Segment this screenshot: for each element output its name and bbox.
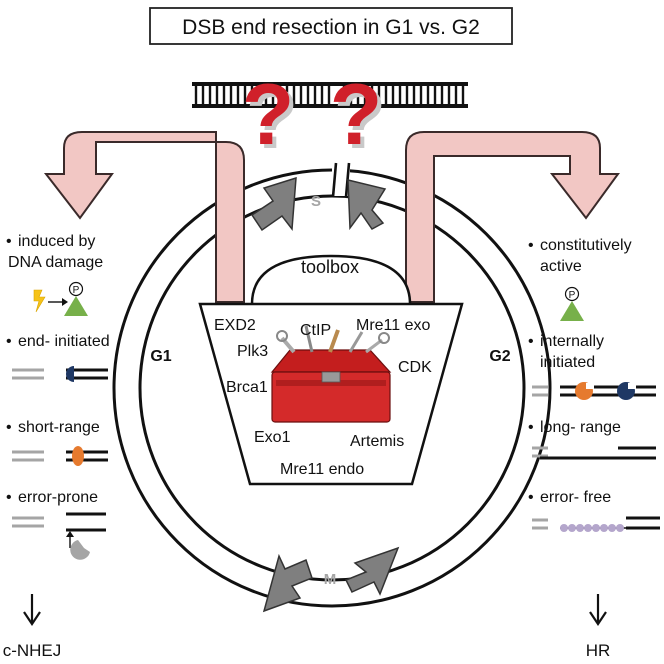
g1-bullet-induced: induced by	[18, 233, 95, 250]
g2-bullet-internally-2: initiated	[540, 354, 595, 371]
dna-end-initiated-icon	[12, 366, 108, 382]
dna-internally-initiated-icon	[532, 382, 656, 400]
cycle-arrow-icon	[262, 553, 313, 613]
dna-error-prone-icon	[12, 512, 106, 560]
diagram-title: DSB end resection in G1 vs. G2	[182, 16, 480, 39]
g2-bullet-constitutive-2: active	[540, 258, 582, 275]
protein-label: CtIP	[300, 322, 331, 339]
g2-bullet-error-free: error- free	[540, 489, 611, 506]
g2-bullet-long-range: long- range	[540, 419, 621, 436]
g1-bullet-end-initiated: end- initiated	[18, 333, 110, 350]
protein-label: Mre11 exo	[356, 317, 431, 334]
s-phase-label: S	[311, 193, 321, 210]
g1-bullet-short-range: short-range	[18, 419, 100, 436]
dna-short-range-icon	[12, 446, 108, 466]
dna-error-free-icon	[532, 516, 660, 532]
bullet-dot: •	[6, 233, 12, 250]
protein-label: Artemis	[350, 433, 404, 450]
question-mark-icon: ? ?	[330, 67, 387, 167]
phospho-label: P	[73, 285, 80, 296]
broken-dna-icon	[192, 82, 468, 108]
svg-text:?: ?	[330, 67, 383, 163]
bullet-dot: •	[6, 419, 12, 436]
bullet-dot: •	[528, 333, 534, 350]
protein-label: Mre11 endo	[280, 461, 364, 478]
cycle-arrow-icon	[344, 546, 400, 596]
g2-branch-arrow-icon	[405, 131, 620, 303]
kinase-triangle-icon	[560, 301, 584, 321]
title-box	[149, 7, 513, 45]
toolbox-handle	[250, 254, 412, 305]
question-mark-icon: ? ?	[242, 67, 299, 167]
g2-bullet-internally: internally	[540, 333, 604, 350]
g1-branch-arrow-icon	[43, 131, 245, 303]
bullet-dot: •	[6, 489, 12, 506]
kinase-triangle-icon	[64, 296, 88, 316]
g1-phase-label: G1	[150, 348, 171, 365]
svg-text:?: ?	[246, 71, 299, 167]
g2-phase-label: G2	[489, 348, 510, 365]
g1-outcome-label: c-NHEJ	[3, 641, 62, 660]
bullet-dot: •	[528, 237, 534, 254]
bullet-dot: •	[6, 333, 12, 350]
g2-bullet-constitutive: constitutively	[540, 237, 632, 254]
cycle-arrow-icon	[347, 179, 387, 231]
svg-text:?: ?	[242, 67, 295, 163]
bullet-dot: •	[528, 489, 534, 506]
protein-label: CDK	[398, 359, 432, 376]
g1-bullet-error-prone: error-prone	[18, 489, 98, 506]
toolbox-label: toolbox	[301, 257, 359, 277]
phospho-icon	[564, 286, 580, 302]
protein-label: Brca1	[226, 379, 268, 396]
protein-label: EXD2	[214, 317, 256, 334]
protein-label: Exo1	[254, 429, 291, 446]
toolbox-icon	[270, 325, 392, 423]
dna-long-range-icon	[532, 446, 656, 460]
g2-outcome-label: HR	[586, 641, 611, 660]
g1-bullet-induced-2: DNA damage	[8, 254, 103, 271]
bullet-dot: •	[528, 419, 534, 436]
protein-label: Plk3	[237, 343, 268, 360]
phospho-icon	[68, 281, 84, 297]
lightning-icon	[33, 289, 46, 313]
m-phase-label: M	[324, 571, 337, 588]
cycle-arrow-icon	[250, 176, 297, 232]
svg-text:?: ?	[334, 71, 387, 167]
phospho-label: P	[569, 290, 576, 301]
